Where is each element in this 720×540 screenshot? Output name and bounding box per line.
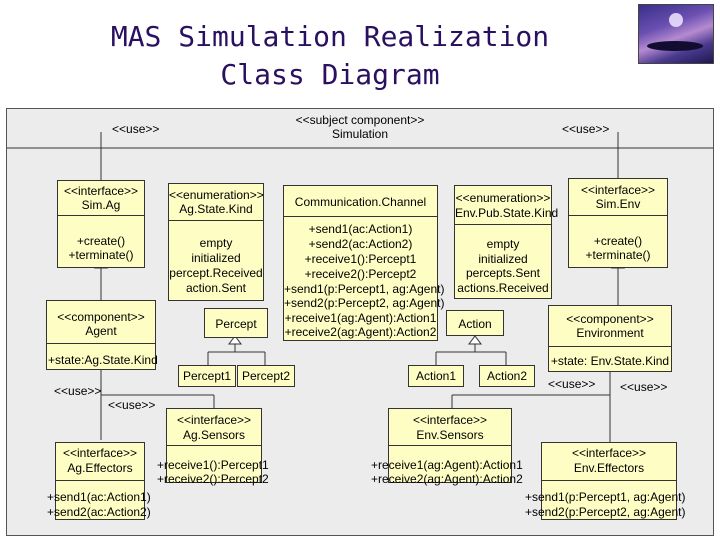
title-line-1: MAS Simulation Realization [110,20,550,53]
ag-effectors-interface: <<interface>> Ag.Effectors +send1(ac:Act… [47,442,151,520]
ag-state-value-3: percept.Received [169,266,263,280]
ag-sensors-op-2: +receive2():Percept2 [157,472,269,486]
sim-ag-stereotype: <<interface>> [63,184,139,198]
communication-channel-class: Communication.Channel +send1(ac:Action1)… [283,185,445,341]
sim-env-op-1: +create() [593,234,643,248]
action-name: Action [458,317,492,331]
environment-attribute: +state: Env.State.Kind [550,354,670,368]
percept1-name: Percept1 [182,369,232,383]
environment-component: <<component>> Environment +state: Env.St… [548,305,672,372]
logo-image [638,4,714,64]
use-label-env-1: <<use>> [548,377,596,391]
action1-name: Action1 [415,369,457,383]
env-effectors-stereotype: <<interface>> [571,446,647,460]
comm-op-4: +receive2():Percept2 [304,267,417,281]
agent-stereotype: <<component>> [57,310,145,324]
comm-channel-name: Communication.Channel [294,195,427,209]
simulation-stereotype: <<subject component>> [295,113,425,127]
env-pub-state-name: Env.Pub.State.Kind [455,206,559,220]
use-label-env-2: <<use>> [620,380,668,394]
comm-op-7: +receive1(ag:Agent):Action1 [284,311,437,325]
comm-op-6: +send2(p:Percept2, ag:Agent) [284,296,445,310]
comm-op-2: +send2(ac:Action2) [308,237,413,251]
sim-env-interface: <<interface>> Sim.Env +create() +termina… [568,178,668,268]
ag-effectors-name: Ag.Effectors [67,461,133,475]
action2-class: Action2 [479,365,535,387]
sim-env-op-2: +terminate() [585,248,651,262]
ag-sensors-interface: <<interface>> Ag.Sensors +receive1():Per… [157,408,269,486]
action-class: Action [446,310,504,336]
sim-ag-interface: <<interface>> Sim.Ag +create() +terminat… [57,180,145,268]
sim-env-stereotype: <<interface>> [580,183,656,197]
percept1-class: Percept1 [178,365,236,387]
sim-ag-op-1: +create() [76,234,126,248]
ag-sensors-stereotype: <<interface>> [176,413,252,427]
env-sensors-interface: <<interface>> Env.Sensors +receive1(ag:A… [371,408,523,486]
env-sensors-op-1: +receive1(ag:Agent):Action1 [371,458,523,472]
sim-env-name: Sim.Env [595,197,641,211]
comm-op-5: +send1(p:Percept1, ag:Agent) [284,282,445,296]
environment-stereotype: <<component>> [566,312,654,326]
percept-class: Percept [204,308,268,338]
env-sensors-name: Env.Sensors [416,428,484,442]
ag-state-value-1: empty [199,236,233,250]
env-state-value-2: initialized [478,252,528,266]
ag-state-kind-enum: <<enumeration>> Ag.State.Kind empty init… [168,183,264,301]
ag-state-value-2: initialized [191,251,241,265]
env-pub-state-stereotype: <<enumeration>> [455,191,551,205]
ag-state-kind-stereotype: <<enumeration>> [169,188,264,202]
comm-op-1: +send1(ac:Action1) [308,222,413,236]
action2-name: Action2 [486,369,528,383]
percept2-class: Percept2 [237,365,295,387]
use-label-agent-2: <<use>> [108,398,156,412]
agent-attribute: +state:Ag.State.Kind [48,353,158,367]
env-state-value-4: actions.Received [457,281,549,295]
use-label-left: <<use>> [112,122,160,136]
comm-op-3: +receive1():Percept1 [304,252,417,266]
ag-state-kind-name: Ag.State.Kind [179,202,253,216]
agent-component: <<component>> Agent +state:Ag.State.Kind [46,300,158,370]
env-state-value-3: percepts.Sent [465,266,541,280]
ag-effectors-stereotype: <<interface>> [62,446,138,460]
ag-state-value-4: action.Sent [185,281,247,295]
env-sensors-op-2: +receive2(ag:Agent):Action2 [371,472,523,486]
agent-name: Agent [85,324,117,338]
ag-effectors-op-2: +send2(ac:Action2) [47,505,151,519]
ag-sensors-op-1: +receive1():Percept1 [157,458,269,472]
sim-ag-op-2: +terminate() [68,248,134,262]
env-state-value-1: empty [486,237,520,251]
use-label-agent-1: <<use>> [54,384,102,398]
comm-op-8: +receive2(ag:Agent):Action2 [284,325,437,339]
env-pub-state-kind-enum: <<enumeration>> Env.Pub.State.Kind empty… [454,185,559,299]
env-effectors-name: Env.Effectors [573,461,645,475]
sim-ag-name: Sim.Ag [81,198,121,212]
environment-name: Environment [576,326,644,340]
percept-name: Percept [215,317,257,331]
env-effectors-interface: <<interface>> Env.Effectors +send1(p:Per… [525,442,685,520]
ag-effectors-op-1: +send1(ac:Action1) [47,490,151,504]
ag-sensors-name: Ag.Sensors [182,428,246,442]
env-effectors-op-1: +send1(p:Percept1, ag:Agent) [525,490,686,504]
simulation-name: Simulation [331,127,389,141]
use-label-right: <<use>> [562,122,610,136]
title-line-2: Class Diagram [220,58,440,91]
env-sensors-stereotype: <<interface>> [412,413,488,427]
percept2-name: Percept2 [241,369,291,383]
action1-class: Action1 [408,365,464,387]
env-effectors-op-2: +send2(p:Percept2, ag:Agent) [525,505,686,519]
